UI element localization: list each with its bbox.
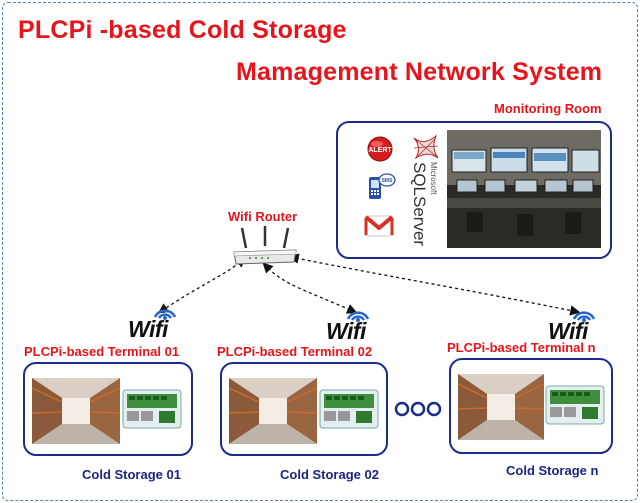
ellipsis-dots — [394, 401, 442, 417]
plcpi-board-image — [545, 385, 605, 425]
cold-storage-photo — [32, 378, 120, 444]
link-router-terminal-n — [288, 253, 581, 316]
plcpi-board-image — [319, 389, 379, 429]
sms-icon-text: SMS — [382, 178, 394, 184]
wifi-router-label: Wifi Router — [228, 209, 298, 224]
cold-storage-photo — [229, 378, 317, 444]
cold-storage-label: Cold Storage n — [506, 463, 599, 478]
cold-storage-photo — [458, 374, 544, 440]
sql-server-logo-icon — [413, 134, 439, 160]
wifi-router-icon — [233, 226, 297, 265]
alert-icon-text: ALERT — [368, 147, 392, 154]
wifi-logo-text: Wifi — [128, 316, 168, 342]
link-router-terminal-01 — [157, 256, 246, 314]
terminal-label: PLCPi-based Terminal 01 — [24, 344, 180, 359]
control-room-photo — [447, 130, 601, 248]
wifi-signal-icon — [153, 309, 177, 320]
link-router-terminal-02 — [262, 262, 358, 314]
wifi-logo-text: Wifi — [548, 318, 588, 344]
terminal-label: PLCPi-based Terminal 02 — [217, 344, 373, 359]
monitoring-room-label: Monitoring Room — [494, 101, 602, 116]
cold-storage-label: Cold Storage 02 — [280, 467, 379, 482]
diagram-title-line1: PLCPi -based Cold Storage — [18, 16, 347, 44]
wifi-signal-icon — [346, 311, 370, 322]
sql-product-text: SQLServer — [410, 162, 429, 247]
gmail-icon — [364, 215, 394, 237]
sql-vendor-text: Microsoft — [429, 162, 438, 195]
plcpi-board-image — [122, 389, 182, 429]
wifi-signal-icon — [572, 311, 596, 322]
terminal-label: PLCPi-based Terminal n — [447, 340, 596, 355]
sms-phone-icon: SMS — [369, 173, 396, 199]
wifi-logo-text: Wifi — [326, 318, 366, 344]
alert-icon: ALERT — [367, 136, 393, 162]
diagram-title-line2: Mamagement Network System — [236, 58, 603, 86]
cold-storage-label: Cold Storage 01 — [82, 467, 181, 482]
sql-server-wordmark: Microsoft SQLServer — [409, 162, 438, 246]
